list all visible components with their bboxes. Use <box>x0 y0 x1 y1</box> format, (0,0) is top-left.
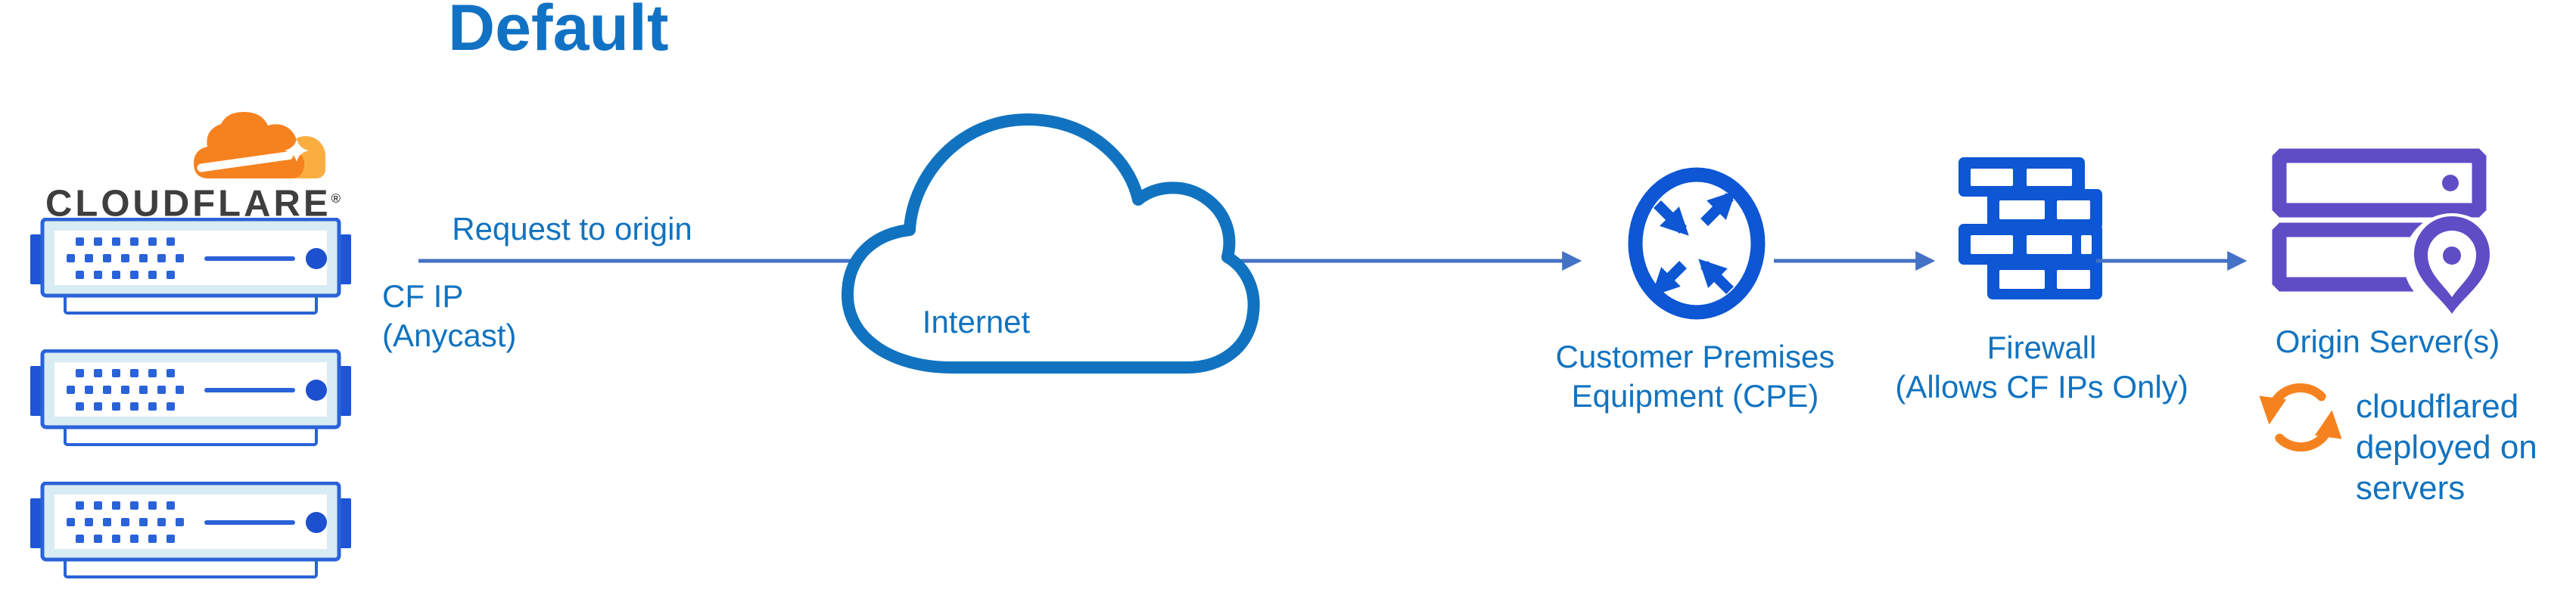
edge-server-icon-2 <box>30 349 351 448</box>
cf-ip-label-line1: CF IP <box>382 278 464 314</box>
origin-servers-icon <box>2272 148 2500 314</box>
cpe-label-line1: Customer Premises <box>1555 339 1835 374</box>
cloudflare-wordmark: CLOUDFLARE® <box>45 180 341 222</box>
edge-server-icon-3 <box>30 482 351 580</box>
cloudflared-note-line2: deployed on <box>2356 429 2537 466</box>
sync-arrows-icon <box>2259 383 2342 452</box>
firewall-label: Firewall (Allows CF IPs Only) <box>1895 328 2188 407</box>
cloudflared-note-line1: cloudflared <box>2356 388 2519 425</box>
cloudflare-cloud-icon <box>194 112 325 178</box>
router-cpe-icon <box>1628 167 1766 320</box>
firewall-label-line2: (Allows CF IPs Only) <box>1895 369 2189 405</box>
cloudflared-note: cloudflared deployed on servers <box>2356 386 2537 509</box>
internet-label: Internet <box>922 304 1031 340</box>
cloudflare-wordmark-text: CLOUDFLARE <box>45 183 331 225</box>
flow-arrow-firewall-to-origin <box>2096 251 2248 271</box>
origin-servers-label: Origin Server(s) <box>2275 324 2500 359</box>
firewall-label-line1: Firewall <box>1986 330 2097 365</box>
diagram-title: Default <box>448 0 669 64</box>
cf-ip-anycast-label: CF IP (Anycast) <box>382 277 516 355</box>
cloudflared-note-line3: servers <box>2356 470 2466 507</box>
cpe-label: Customer Premises Equipment (CPE) <box>1556 337 1835 416</box>
request-to-origin-label: Request to origin <box>452 211 692 247</box>
location-pin-icon <box>2414 216 2490 314</box>
registered-mark: ® <box>331 191 341 206</box>
internet-cloud-icon <box>842 113 1260 374</box>
cpe-label-line2: Equipment (CPE) <box>1571 378 1819 414</box>
cf-ip-label-line2: (Anycast) <box>382 318 517 353</box>
cloudflare-logo: CLOUDFLARE® <box>45 106 363 222</box>
flow-arrow-cpe-to-firewall <box>1774 251 1936 271</box>
firewall-icon <box>1958 157 2102 299</box>
edge-server-icon-1 <box>30 218 351 316</box>
